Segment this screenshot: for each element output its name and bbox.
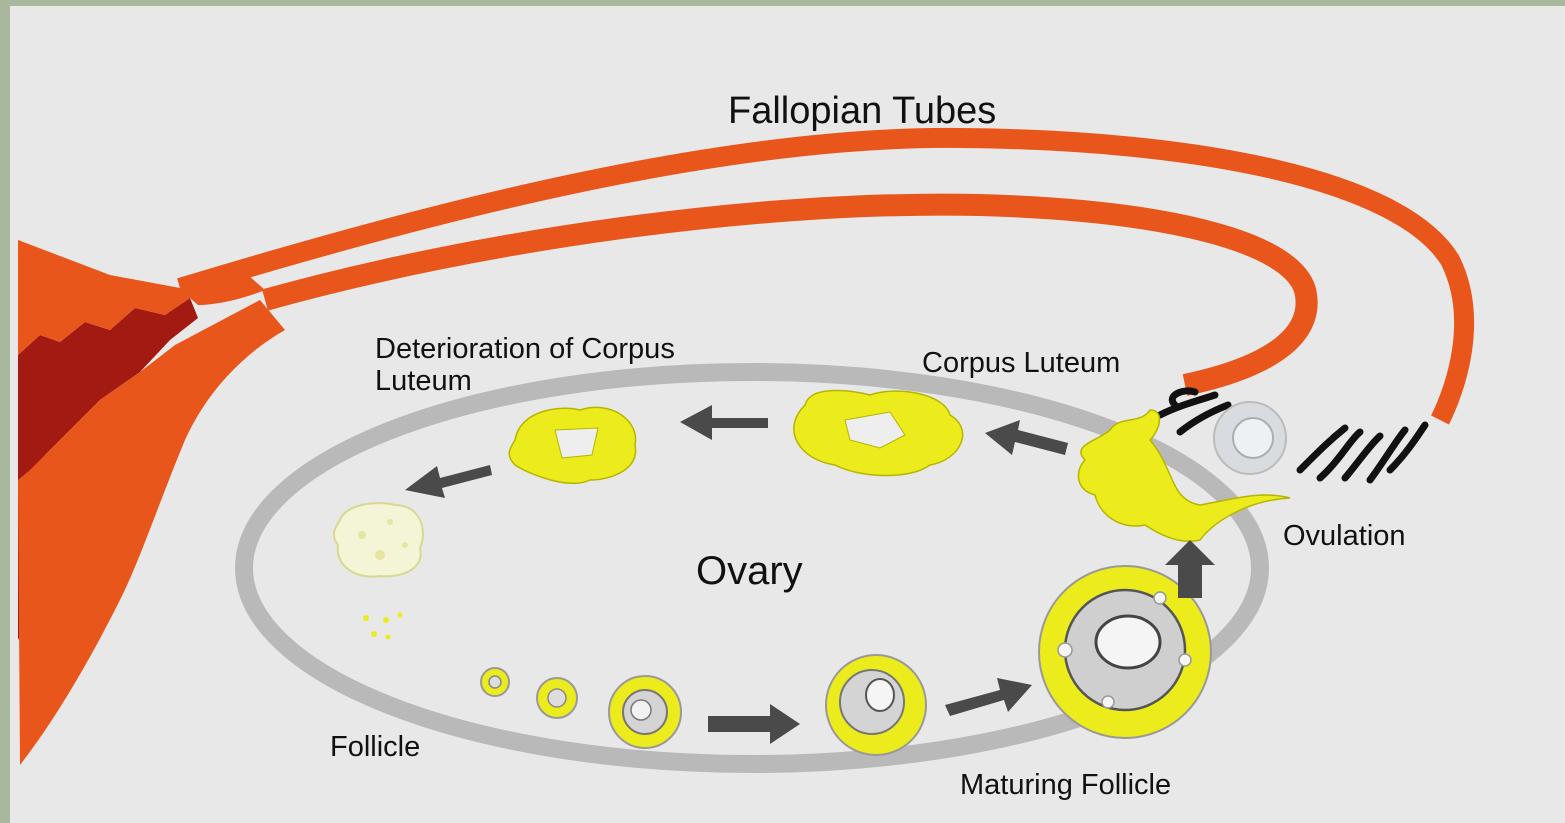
follicle-small-2 [537, 678, 577, 718]
arrow-developing-to-mature [945, 678, 1032, 716]
diagram-title: Fallopian Tubes [728, 90, 996, 134]
arrow-follicle-to-developing [708, 704, 800, 744]
label-ovulation: Ovulation [1283, 520, 1406, 553]
residual-cells [363, 613, 403, 640]
deteriorating-corpus-luteum [509, 407, 635, 483]
label-follicle: Follicle [330, 731, 420, 764]
corpus-luteum [794, 391, 963, 476]
label-corpus-luteum: Corpus Luteum [922, 347, 1120, 380]
arrow-deterioration-to-albicans [405, 465, 492, 498]
follicle-developing [826, 655, 926, 755]
follicle-growing [609, 676, 681, 748]
arrow-corpus-to-deterioration [680, 405, 768, 440]
follicle-small-1 [481, 668, 509, 696]
ovum [1214, 402, 1286, 474]
label-maturing-follicle: Maturing Follicle [960, 769, 1171, 802]
ovary-label: Ovary [696, 548, 803, 594]
diagram-canvas: Fallopian Tubes Ovary Deterioration of C… [10, 6, 1565, 823]
corpus-albicans [334, 503, 423, 577]
label-deterioration: Deterioration of Corpus Luteum [375, 333, 675, 397]
arrow-ovulation-to-corpus [985, 420, 1068, 455]
label-deterioration-text: Deterioration of Corpus Luteum [375, 333, 675, 397]
